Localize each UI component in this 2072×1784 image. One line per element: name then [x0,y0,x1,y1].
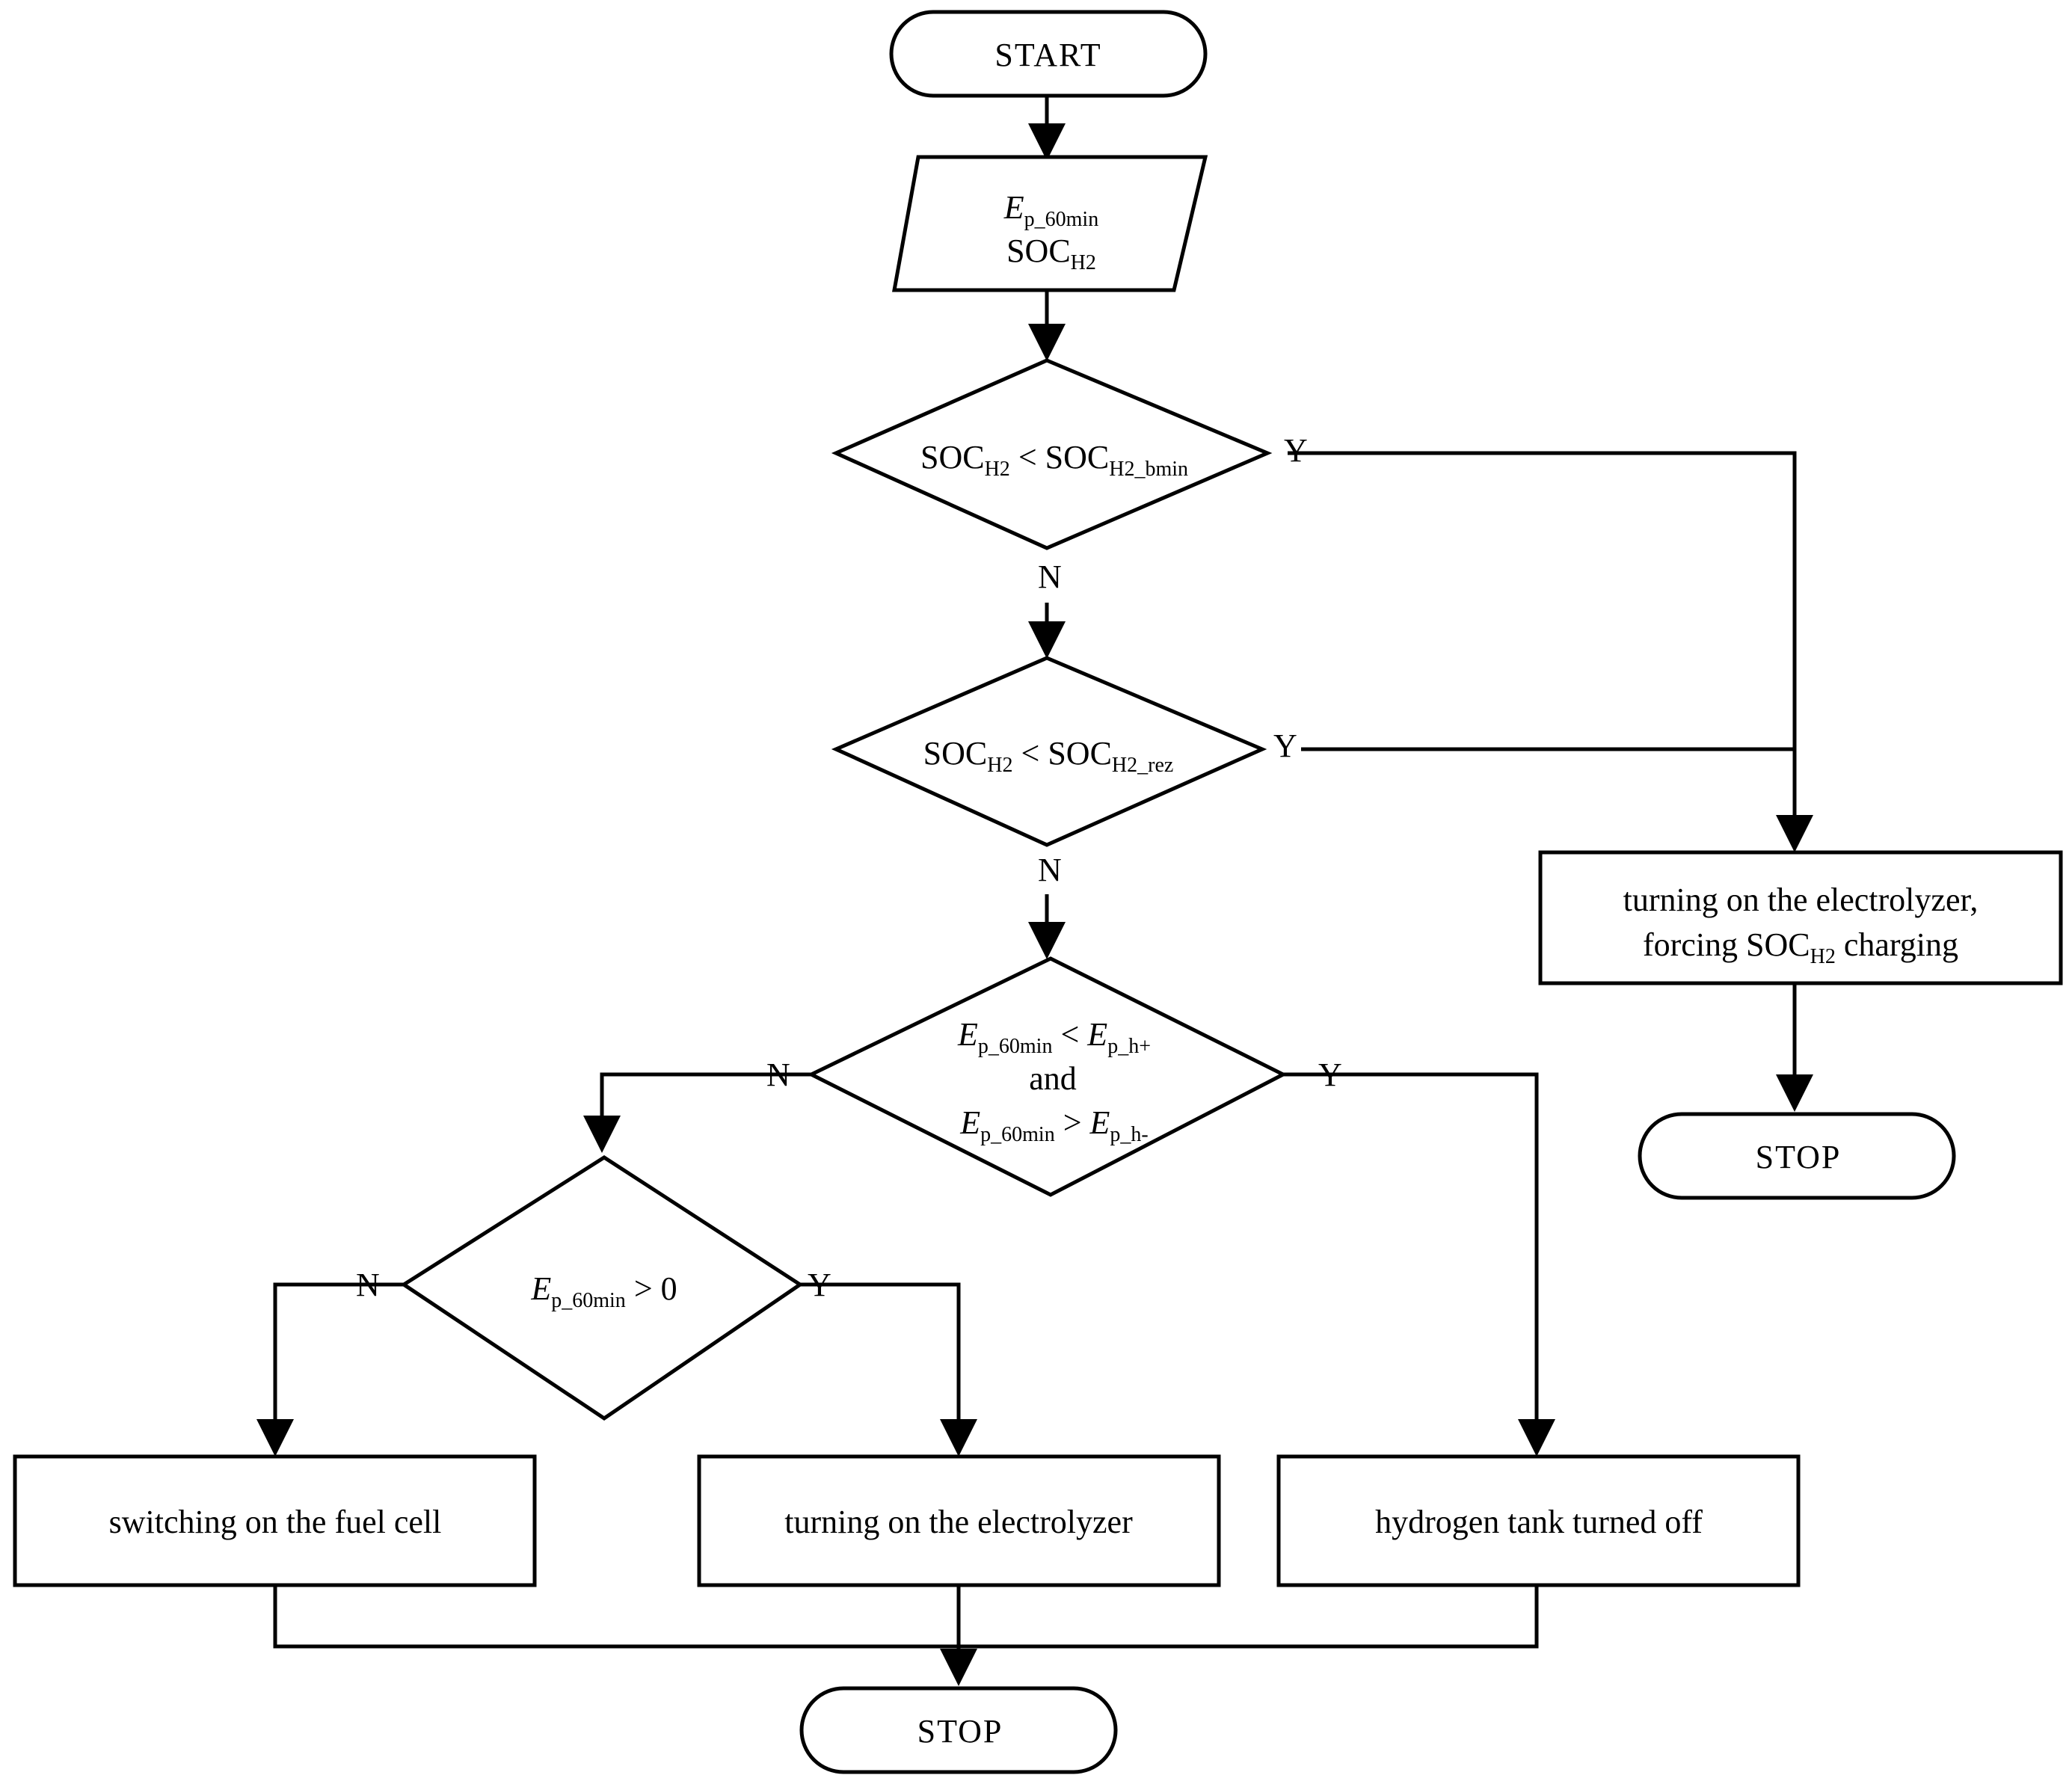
decision3-line1: Ep_60min < Ep_h+ [957,1016,1151,1058]
decision2-condition: SOCH2 < SOCH2_rez [923,735,1174,777]
edge-decision1-yes [1288,451,1813,852]
d2-yes-label: Y [1273,728,1297,764]
edge-decision3-yes [1283,1072,1555,1457]
stop-bottom-label: STOP [917,1713,1003,1750]
tank-off-label: hydrogen tank turned off [1375,1504,1703,1540]
edge-decision4-yes [800,1282,977,1457]
start-label: START [995,37,1101,73]
d3-yes-label: Y [1318,1056,1342,1093]
start-terminal: START [889,10,1208,98]
edge-decision4-no [256,1282,404,1457]
stop-right-label: STOP [1756,1139,1842,1175]
decision4-condition: Ep_60min > 0 [530,1270,677,1312]
process-electrolyzer: turning on the electrolyzer [697,1454,1221,1587]
d4-yes-label: Y [808,1267,831,1303]
force-charging-line1: turning on the electrolyzer, [1623,882,1979,918]
decision-energy-band: Ep_60min < Ep_h+ and Ep_60min > Ep_h- [807,956,1288,1197]
edge-decision3-no [583,1072,811,1153]
decision1-condition: SOCH2 < SOCH2_bmin [920,439,1188,481]
d1-no-label: N [1038,559,1062,595]
fuel-cell-label: switching on the fuel cell [109,1504,442,1540]
d4-no-label: N [356,1267,380,1303]
decision-soc-below-bmin: SOCH2 < SOCH2_bmin [831,358,1273,550]
input-parallelogram: Ep_60min SOCH2 [892,155,1208,292]
edge-labels: Y N Y N N Y Y N [356,432,1342,1303]
d2-no-label: N [1038,852,1062,888]
electrolyzer-label: turning on the electrolyzer [784,1504,1133,1540]
input-line-soc: SOCH2 [1006,233,1096,274]
decision3-line2: and [1029,1060,1077,1097]
decision3-line3: Ep_60min > Ep_h- [959,1104,1149,1146]
force-charging-line2: forcing SOCH2 charging [1643,926,1958,968]
connectors [256,96,1813,1686]
process-force-charging: turning on the electrolyzer, forcing SOC… [1538,850,2063,985]
d3-no-label: N [766,1056,790,1093]
decision-soc-below-rez: SOCH2 < SOCH2_rez [831,656,1267,847]
stop-terminal-right: STOP [1638,1112,1956,1200]
input-line-energy: Ep_60min [1003,189,1098,231]
edge-merge-line [273,1585,1539,1649]
process-fuel-cell: switching on the fuel cell [13,1454,537,1587]
stop-terminal-bottom: STOP [799,1686,1118,1774]
decision-energy-positive: Ep_60min > 0 [400,1155,804,1421]
d1-yes-label: Y [1284,432,1308,469]
process-tank-off: hydrogen tank turned off [1276,1454,1801,1587]
